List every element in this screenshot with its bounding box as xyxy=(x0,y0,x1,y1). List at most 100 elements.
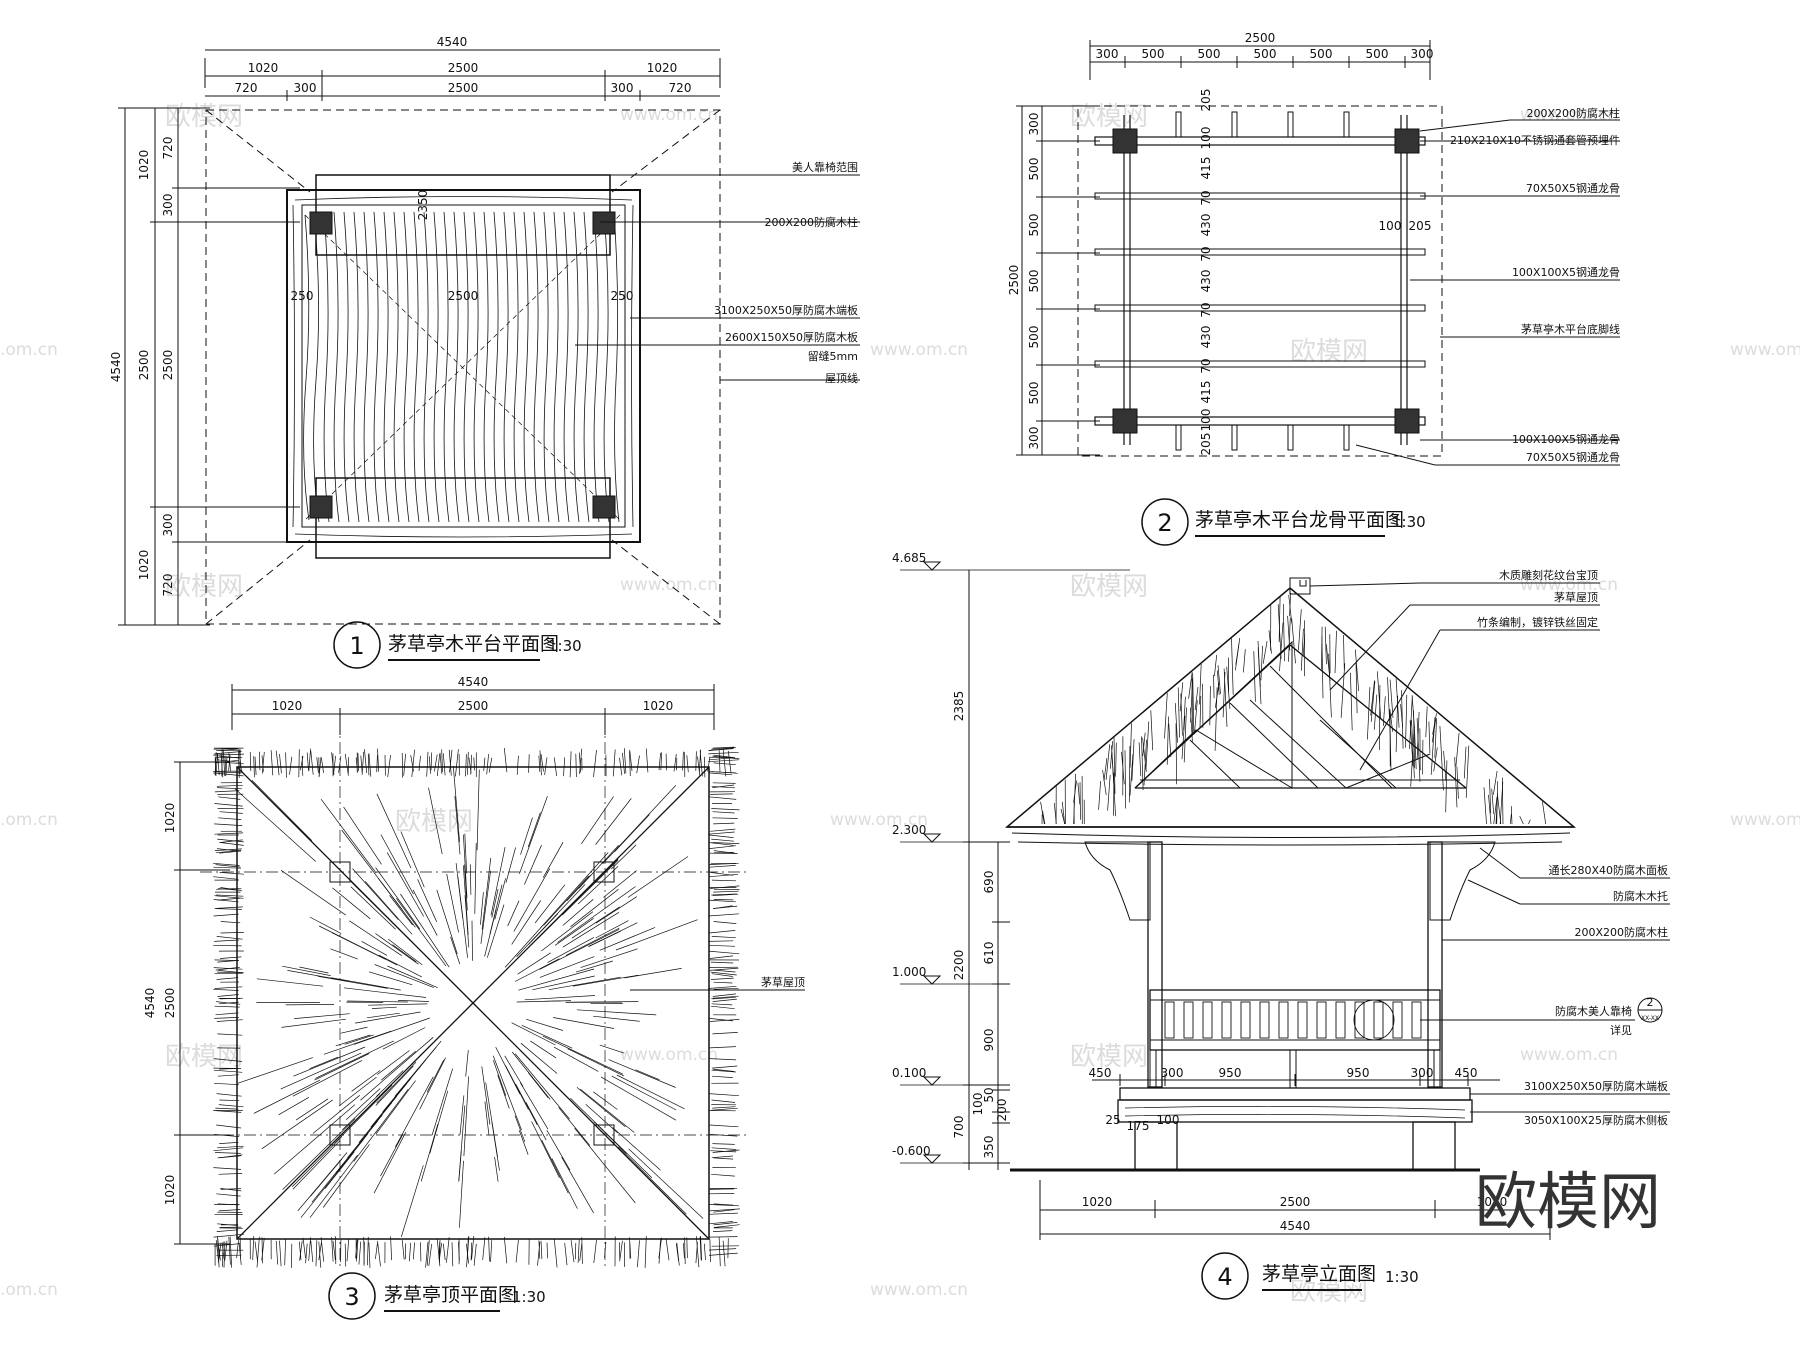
thatch-stroke xyxy=(217,1033,243,1036)
thatch-stroke xyxy=(302,1237,306,1259)
thatch-stroke xyxy=(544,757,548,776)
thatch-stroke xyxy=(1493,770,1498,795)
callout-note: 屋顶线 xyxy=(825,371,858,385)
thatch-stroke xyxy=(216,936,243,940)
thatch-stroke xyxy=(320,798,377,874)
thatch-stroke xyxy=(1098,780,1101,810)
thatch-stroke xyxy=(1376,671,1382,719)
dim: 1020 xyxy=(137,150,151,181)
thatch-stroke xyxy=(220,842,244,846)
thatch-stroke xyxy=(570,1240,575,1263)
thatch-stroke xyxy=(707,756,711,772)
drawing-title: 茅草亭立面图 xyxy=(1262,1263,1376,1285)
thatch-stroke xyxy=(429,1090,449,1154)
thatch-stroke xyxy=(375,1070,404,1097)
thatch-stroke xyxy=(712,1065,738,1069)
thatch-stroke xyxy=(599,1044,625,1054)
thatch-stroke xyxy=(486,753,489,775)
thatch-stroke xyxy=(311,1120,378,1203)
thatch-stroke xyxy=(1128,746,1131,803)
thatch-stroke xyxy=(709,930,736,934)
thatch-stroke xyxy=(474,842,477,914)
thatch-stroke xyxy=(1142,732,1146,756)
dim: 1020 xyxy=(163,1175,177,1206)
thatch-stroke xyxy=(1528,819,1531,825)
thatch-stroke xyxy=(261,755,264,772)
thatch-stroke xyxy=(713,981,733,984)
thatch-stroke xyxy=(518,968,595,991)
thatch-stroke xyxy=(1542,801,1547,825)
drawing-title: 茅草亭顶平面图 xyxy=(384,1284,517,1306)
thatch-stroke xyxy=(1401,690,1404,749)
thatch-stroke xyxy=(527,812,541,848)
dim: 100 xyxy=(971,1093,985,1116)
thatch-stroke xyxy=(709,1236,738,1238)
thatch-stroke xyxy=(1174,703,1178,743)
thatch-stroke xyxy=(547,937,595,963)
thatch-stroke xyxy=(608,1059,676,1088)
thatch-stroke xyxy=(504,1055,524,1087)
thatch-stroke xyxy=(628,1148,704,1219)
thatch-stroke xyxy=(1060,808,1066,825)
thatch-stroke xyxy=(713,1209,735,1213)
thatch-stroke xyxy=(708,748,734,751)
thatch-stroke xyxy=(1129,723,1132,768)
thatch-stroke xyxy=(238,750,240,779)
level-mark: 2.300 xyxy=(892,823,926,837)
thatch-stroke xyxy=(1334,630,1337,674)
thatch-stroke xyxy=(710,872,734,876)
thatch-stroke xyxy=(514,958,560,982)
thatch-stroke xyxy=(400,831,425,888)
dim: 205 xyxy=(1199,433,1213,456)
thatch-stroke xyxy=(216,1124,242,1129)
thatch-stroke xyxy=(1510,806,1513,825)
thatch-stroke xyxy=(604,1241,607,1259)
thatch-stroke xyxy=(486,904,505,958)
dim: 610 xyxy=(982,942,996,965)
thatch-stroke xyxy=(710,885,740,889)
thatch-stroke xyxy=(410,1039,437,1066)
thatch-stroke xyxy=(218,796,241,800)
thatch-stroke xyxy=(576,1009,657,1016)
thatch-stroke xyxy=(504,924,544,968)
thatch-stroke xyxy=(574,1242,577,1260)
thatch-stroke xyxy=(401,1240,405,1260)
thatch-stroke xyxy=(708,950,740,955)
dim: 430 xyxy=(1199,326,1213,349)
thatch-stroke xyxy=(562,859,619,916)
thatch-stroke xyxy=(363,1237,365,1265)
dim: 500 xyxy=(1310,47,1333,61)
thatch-stroke xyxy=(323,853,375,905)
thatch-stroke xyxy=(503,747,508,773)
thatch-stroke xyxy=(1405,694,1408,748)
thatch-stroke xyxy=(1302,634,1306,655)
dim: 100 xyxy=(1157,1113,1180,1127)
thatch-stroke xyxy=(221,1242,225,1259)
thatch-stroke xyxy=(610,844,637,870)
thatch-stroke xyxy=(622,752,625,774)
thatch-stroke xyxy=(562,912,620,948)
watermark-site: .om.cn xyxy=(0,1280,58,1300)
thatch-stroke xyxy=(256,1236,260,1268)
thatch-stroke xyxy=(218,817,242,820)
thatch-stroke xyxy=(1181,715,1186,760)
thatch-stroke xyxy=(428,756,431,774)
thatch-stroke xyxy=(492,1055,522,1131)
thatch-stroke xyxy=(1268,630,1272,654)
thatch-stroke xyxy=(708,796,737,800)
thatch-stroke xyxy=(709,944,736,947)
drawing-number-circle xyxy=(1201,1252,1249,1300)
thatch-stroke xyxy=(1389,708,1394,732)
thatch-stroke xyxy=(349,920,402,956)
thatch-stroke xyxy=(333,755,336,775)
thatch-stroke xyxy=(540,1240,543,1260)
thatch-stroke xyxy=(214,771,242,774)
thatch-stroke xyxy=(213,866,242,869)
thatch-stroke xyxy=(470,1242,472,1261)
thatch-stroke xyxy=(711,1173,735,1177)
thatch-stroke xyxy=(234,788,316,862)
thatch-stroke xyxy=(483,757,486,771)
thatch-stroke xyxy=(1463,746,1467,779)
thatch-stroke xyxy=(505,1065,529,1110)
